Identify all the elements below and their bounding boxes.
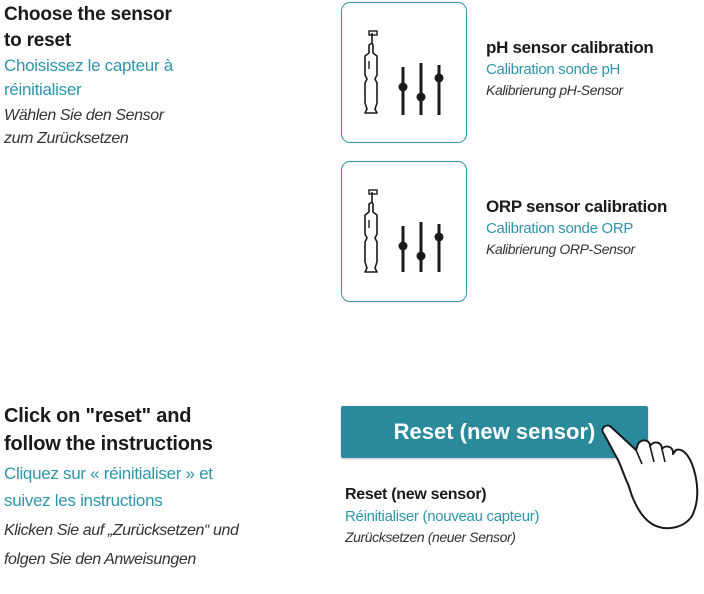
ph-sensor-label: pH sensor calibration Calibration sonde … <box>486 37 654 100</box>
orp-title: ORP sensor calibration <box>486 197 668 216</box>
orp-sensor-label: ORP sensor calibration Calibration sonde… <box>486 196 667 259</box>
step1-title-line2: to reset <box>4 30 72 51</box>
step2-french-line1: Cliquez sur « réinitialiser » et <box>4 464 213 483</box>
step2-title-line2: follow the instructions <box>4 433 213 455</box>
ph-sensor-card[interactable] <box>341 2 467 143</box>
reset-french: Réinitialiser (nouveau capteur) <box>345 508 540 525</box>
step2-title-line1: Click on "reset" and <box>4 405 192 427</box>
step2-german-line1: Klicken Sie auf „Zurücksetzen“ und <box>4 522 239 539</box>
step2-french-line2: suivez les instructions <box>4 491 163 510</box>
step1-title-line1: Choose the sensor <box>4 4 172 25</box>
orp-french: Calibration sonde ORP <box>486 220 634 237</box>
reset-title: Reset (new sensor) <box>345 486 487 503</box>
ph-german: Kalibrierung pH-Sensor <box>486 82 623 98</box>
pointing-hand-icon <box>601 424 699 530</box>
step2-instructions: Click on "reset" and follow the instruct… <box>4 402 239 574</box>
reset-label: Reset (new sensor) Réinitialiser (nouvea… <box>345 484 539 547</box>
reset-new-sensor-button[interactable]: Reset (new sensor) <box>341 406 648 458</box>
ph-french: Calibration sonde pH <box>486 61 621 78</box>
step1-instructions: Choose the sensor to reset Choisissez le… <box>4 2 173 150</box>
step2-german-line2: folgen Sie den Anweisungen <box>4 551 196 568</box>
sensor-probe-sliders-icon <box>364 30 444 115</box>
orp-german: Kalibrierung ORP-Sensor <box>486 241 635 257</box>
sensor-probe-sliders-icon <box>364 189 444 273</box>
orp-sensor-card[interactable] <box>341 161 467 302</box>
step1-french-line1: Choisissez le capteur à <box>4 56 173 75</box>
step1-german-line2: zum Zurücksetzen <box>4 130 129 147</box>
reset-german: Zurücksetzen (neuer Sensor) <box>345 529 516 545</box>
ph-title: pH sensor calibration <box>486 38 654 57</box>
step1-german-line1: Wählen Sie den Sensor <box>4 107 164 124</box>
step1-french-line2: réinitialiser <box>4 80 82 99</box>
